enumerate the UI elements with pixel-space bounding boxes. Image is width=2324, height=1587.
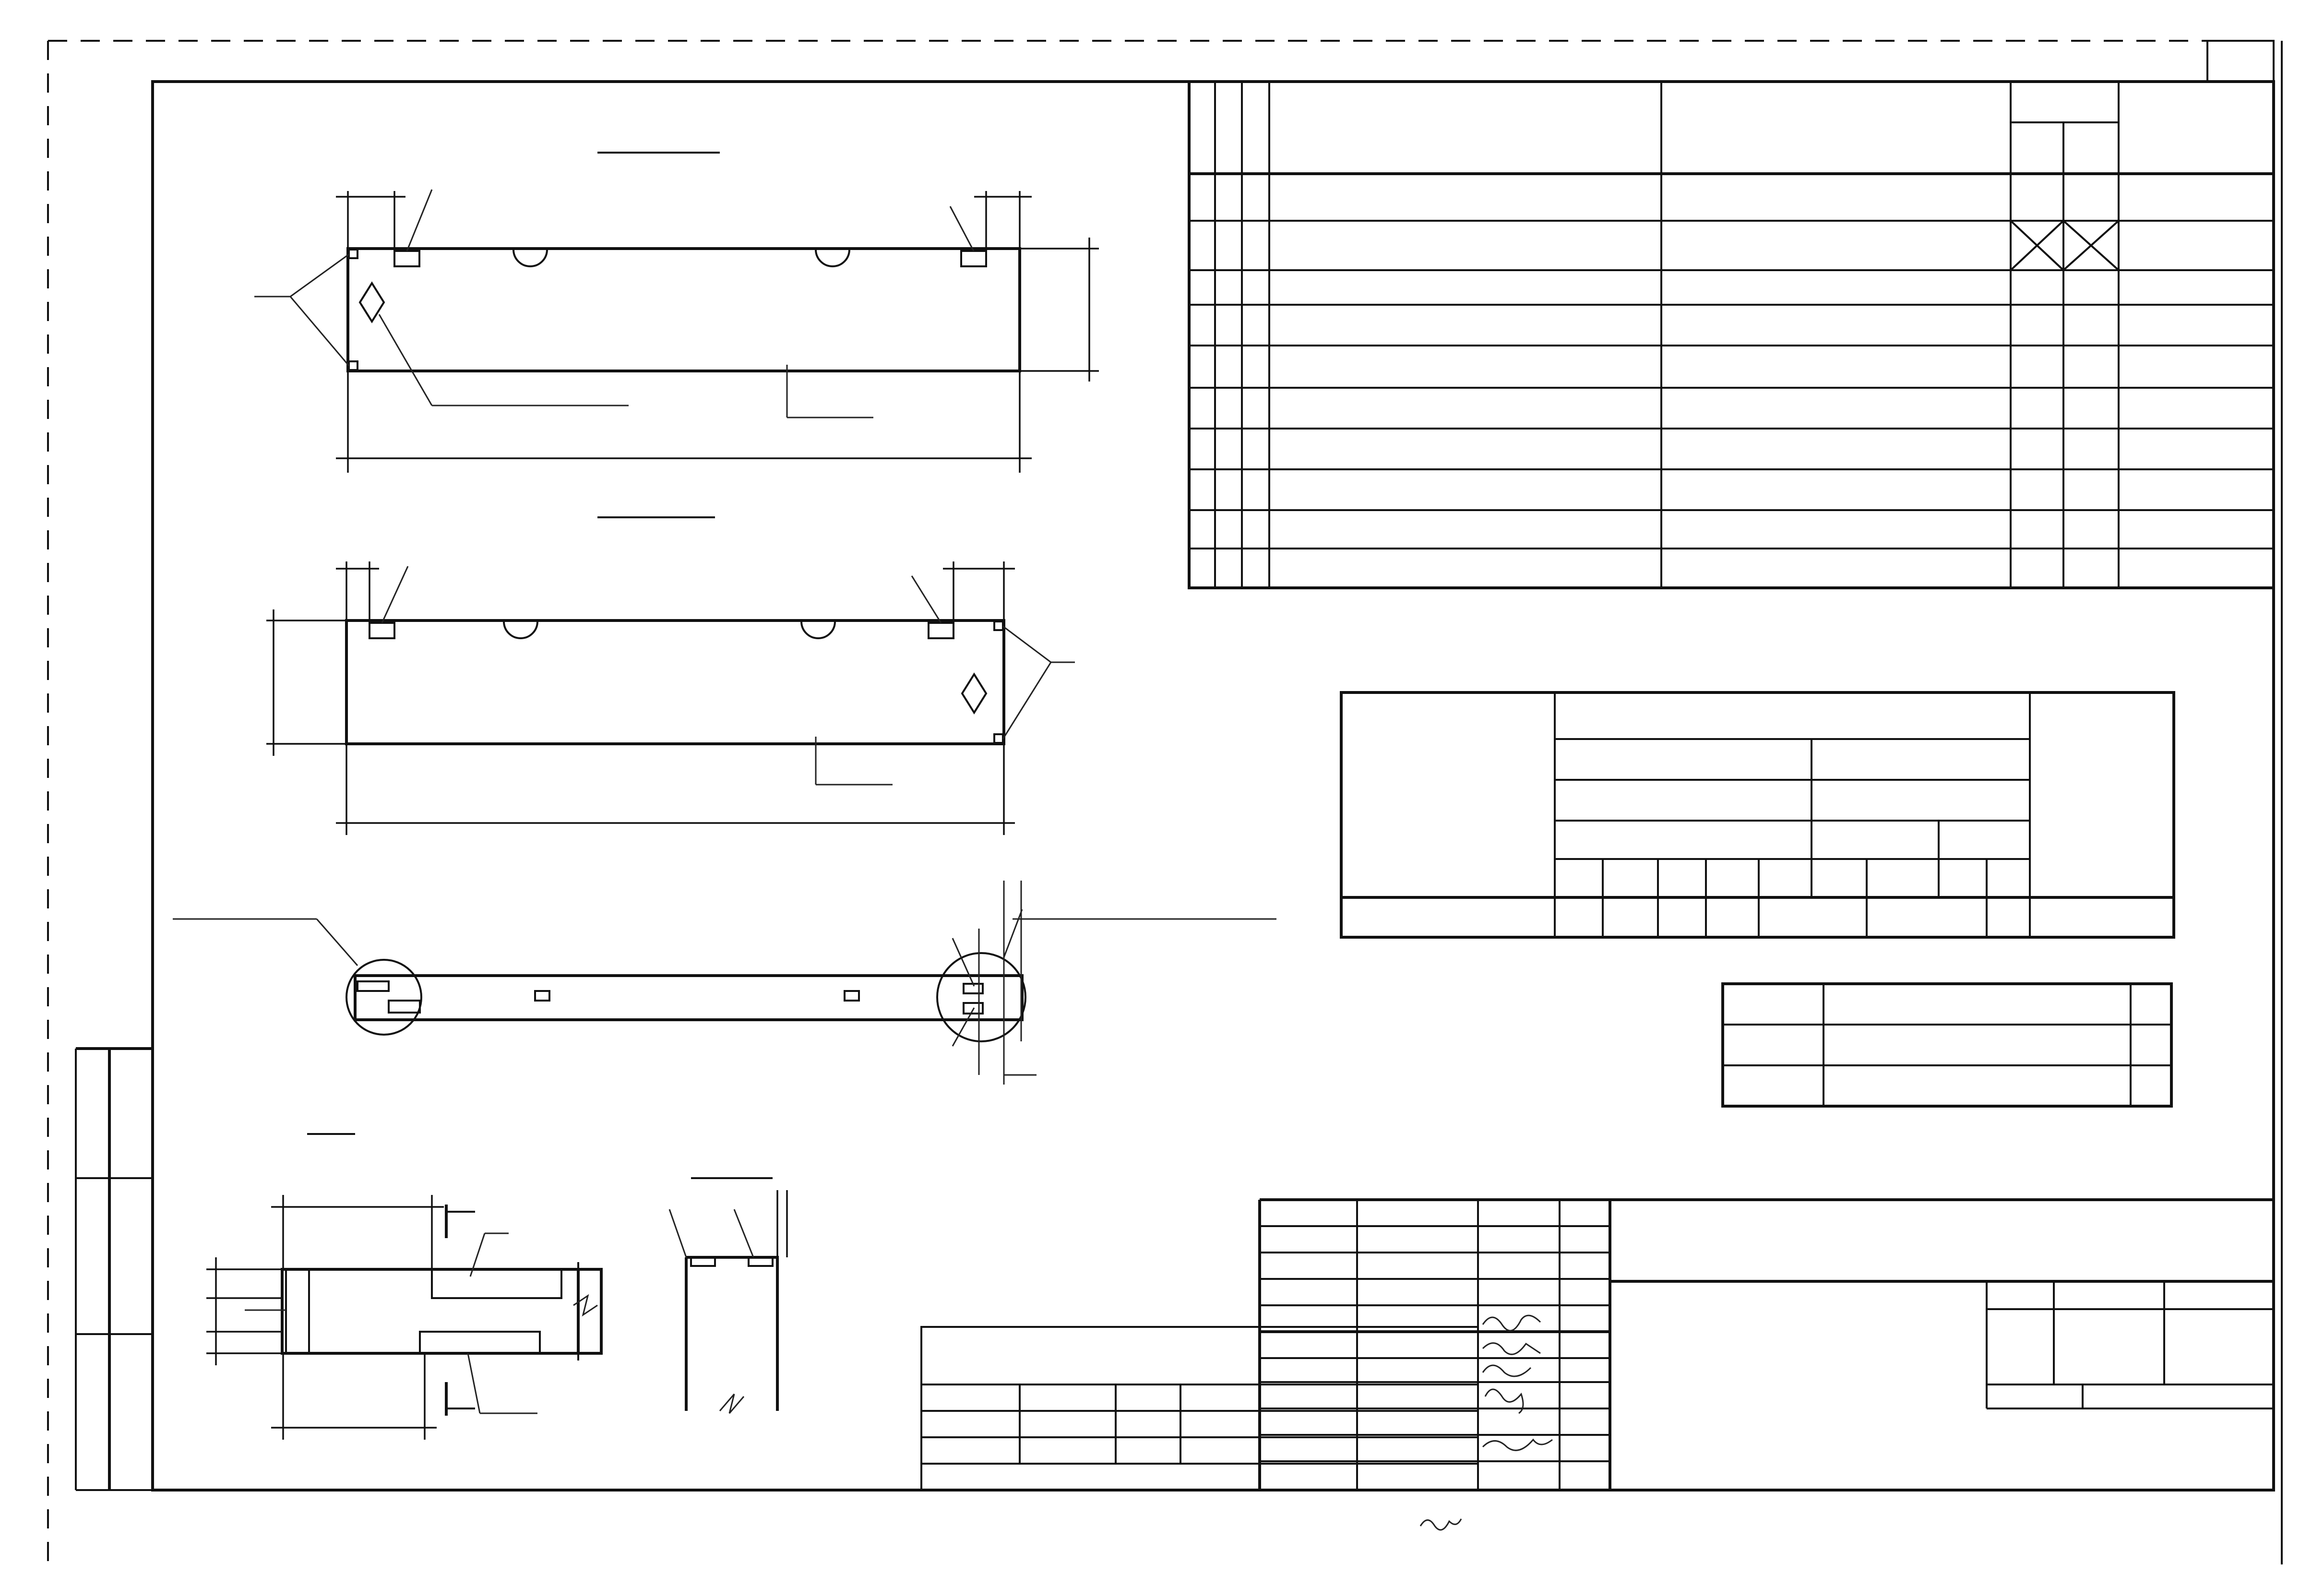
spec-table-grid [1188,80,2275,589]
inner-frame [151,80,2275,1492]
marks-table-grid [1721,982,2173,1108]
title-block-grid [920,1198,2274,1491]
page-number-box [2206,40,2275,83]
steel-table-grid [1340,691,2175,939]
plan-view-outline [354,974,1024,1021]
fig2-panel-outline [345,619,1005,745]
fig1-panel-outline [346,247,1021,372]
